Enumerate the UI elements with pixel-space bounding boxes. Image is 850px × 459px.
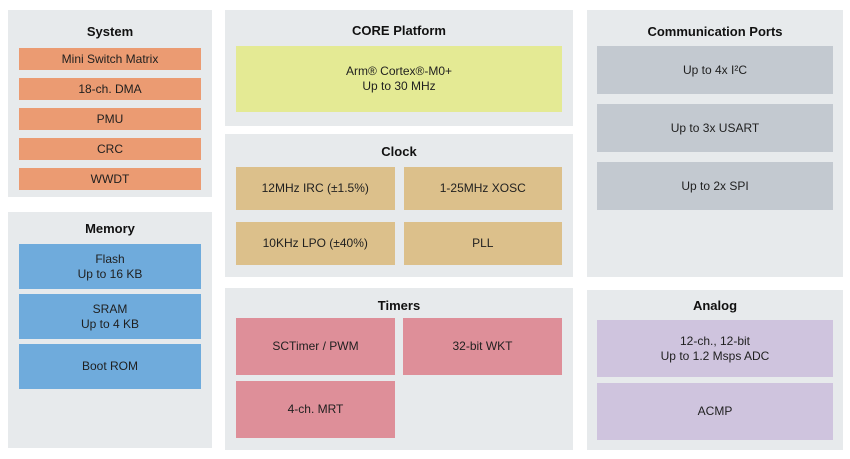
block-crc: CRC — [19, 138, 201, 160]
block-mini-switch-matrix: Mini Switch Matrix — [19, 48, 201, 70]
block-sram: SRAM Up to 4 KB — [19, 294, 201, 339]
block-acmp: ACMP — [597, 383, 833, 440]
clock-grid: 12MHz IRC (±1.5%) 1-25MHz XOSC 10KHz LPO… — [236, 167, 562, 265]
block-xosc: 1-25MHz XOSC — [403, 167, 562, 210]
block-spi: Up to 2x SPI — [597, 162, 833, 210]
panel-memory: Memory Flash Up to 16 KB SRAM Up to 4 KB… — [8, 212, 212, 448]
block-mrt: 4-ch. MRT — [236, 381, 395, 438]
block-cortex-m0plus: Arm® Cortex®-M0+ Up to 30 MHz — [236, 46, 562, 112]
panel-title: Communication Ports — [647, 24, 783, 39]
panel-title: Timers — [377, 298, 421, 313]
block-irc: 12MHz IRC (±1.5%) — [236, 167, 395, 210]
panel-core-platform: CORE Platform Arm® Cortex®-M0+ Up to 30 … — [225, 10, 573, 126]
block-flash: Flash Up to 16 KB — [19, 244, 201, 289]
block-wwdt: WWDT — [19, 168, 201, 190]
block-pll: PLL — [403, 222, 562, 265]
block-sctimer-pwm: SCTimer / PWM — [236, 318, 395, 375]
block-usart: Up to 3x USART — [597, 104, 833, 152]
panel-clock: Clock 12MHz IRC (±1.5%) 1-25MHz XOSC 10K… — [225, 134, 573, 277]
panel-system: System Mini Switch Matrix 18-ch. DMA PMU… — [8, 10, 212, 197]
panel-title: CORE Platform — [352, 23, 446, 38]
block-wkt: 32-bit WKT — [403, 318, 562, 375]
panel-title: System — [86, 24, 134, 39]
timers-grid: SCTimer / PWM 32-bit WKT 4-ch. MRT — [236, 318, 562, 438]
panel-title: Memory — [85, 221, 135, 236]
panel-communication-ports: Communication Ports Up to 4x I²C Up to 3… — [587, 10, 843, 277]
block-adc: 12-ch., 12-bit Up to 1.2 Msps ADC — [597, 320, 833, 377]
block-dma: 18-ch. DMA — [19, 78, 201, 100]
panel-analog: Analog 12-ch., 12-bit Up to 1.2 Msps ADC… — [587, 290, 843, 450]
panel-title: Clock — [381, 144, 417, 159]
block-boot-rom: Boot ROM — [19, 344, 201, 389]
block-i2c: Up to 4x I²C — [597, 46, 833, 94]
panel-title: Analog — [692, 298, 738, 313]
panel-timers: Timers SCTimer / PWM 32-bit WKT 4-ch. MR… — [225, 288, 573, 450]
block-pmu: PMU — [19, 108, 201, 130]
block-lpo: 10KHz LPO (±40%) — [236, 222, 395, 265]
